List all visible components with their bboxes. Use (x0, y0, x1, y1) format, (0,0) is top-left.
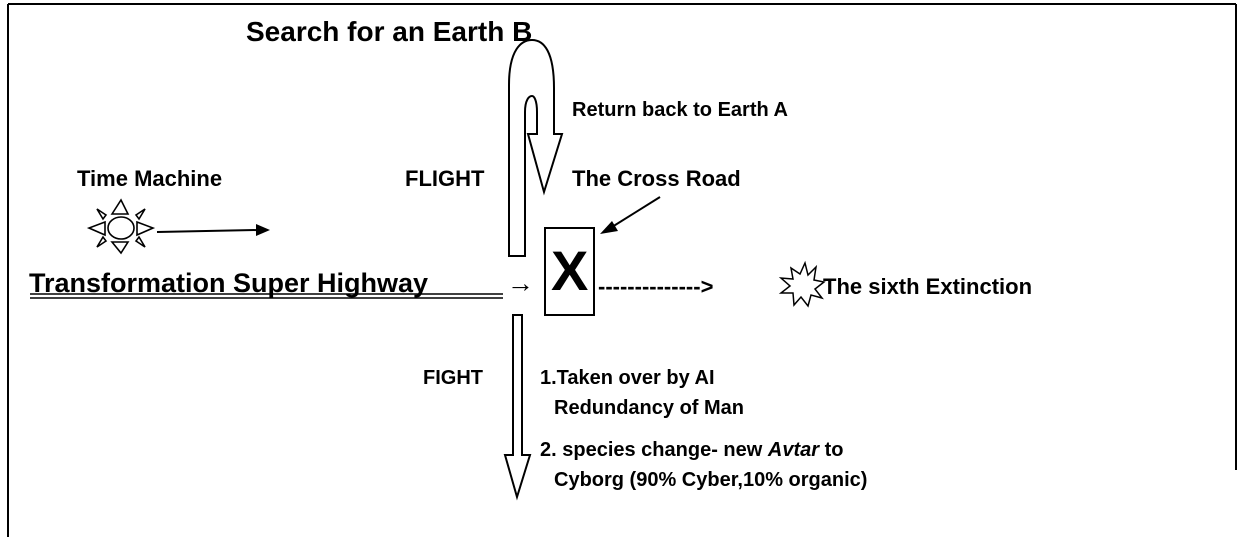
explosion-icon (778, 260, 826, 308)
flight-u-turn-arrow (508, 38, 564, 257)
cross-mark: X (551, 239, 589, 302)
time-machine-label: Time Machine (77, 166, 223, 191)
cross-road-label: The Cross Road (572, 166, 741, 191)
outcome-line-1: 1.Taken over by AI (540, 367, 715, 389)
diagram-title: Search for an Earth B (246, 16, 533, 47)
flight-label: FLIGHT (405, 166, 485, 191)
fight-label: FIGHT (423, 367, 483, 389)
fight-down-arrow (503, 314, 532, 501)
extinction-label: The sixth Extinction (823, 274, 1033, 299)
outcome-line-3-prefix: 2. species change- new (540, 439, 768, 461)
time-machine-arrow (156, 224, 270, 236)
highway-label: Transformation Super Highway (29, 268, 429, 298)
return-label: Return back to Earth A (572, 99, 788, 121)
cross-road-box (544, 227, 595, 316)
sun-icon (86, 198, 156, 255)
cross-road-pointer-arrow (600, 196, 661, 234)
dashed-arrow: --------------> (598, 274, 714, 299)
outcome-line-2: Redundancy of Man (554, 397, 745, 419)
outcome-line-3-suffix: to (819, 439, 844, 461)
outcome-line-3-italic: Avtar (767, 439, 820, 461)
outcome-line-3: 2. species change- new Avtar to (540, 440, 843, 460)
outcome-line-4: Cyborg (90% Cyber,10% organic) (554, 469, 868, 491)
highway-arrow: → (507, 268, 534, 298)
